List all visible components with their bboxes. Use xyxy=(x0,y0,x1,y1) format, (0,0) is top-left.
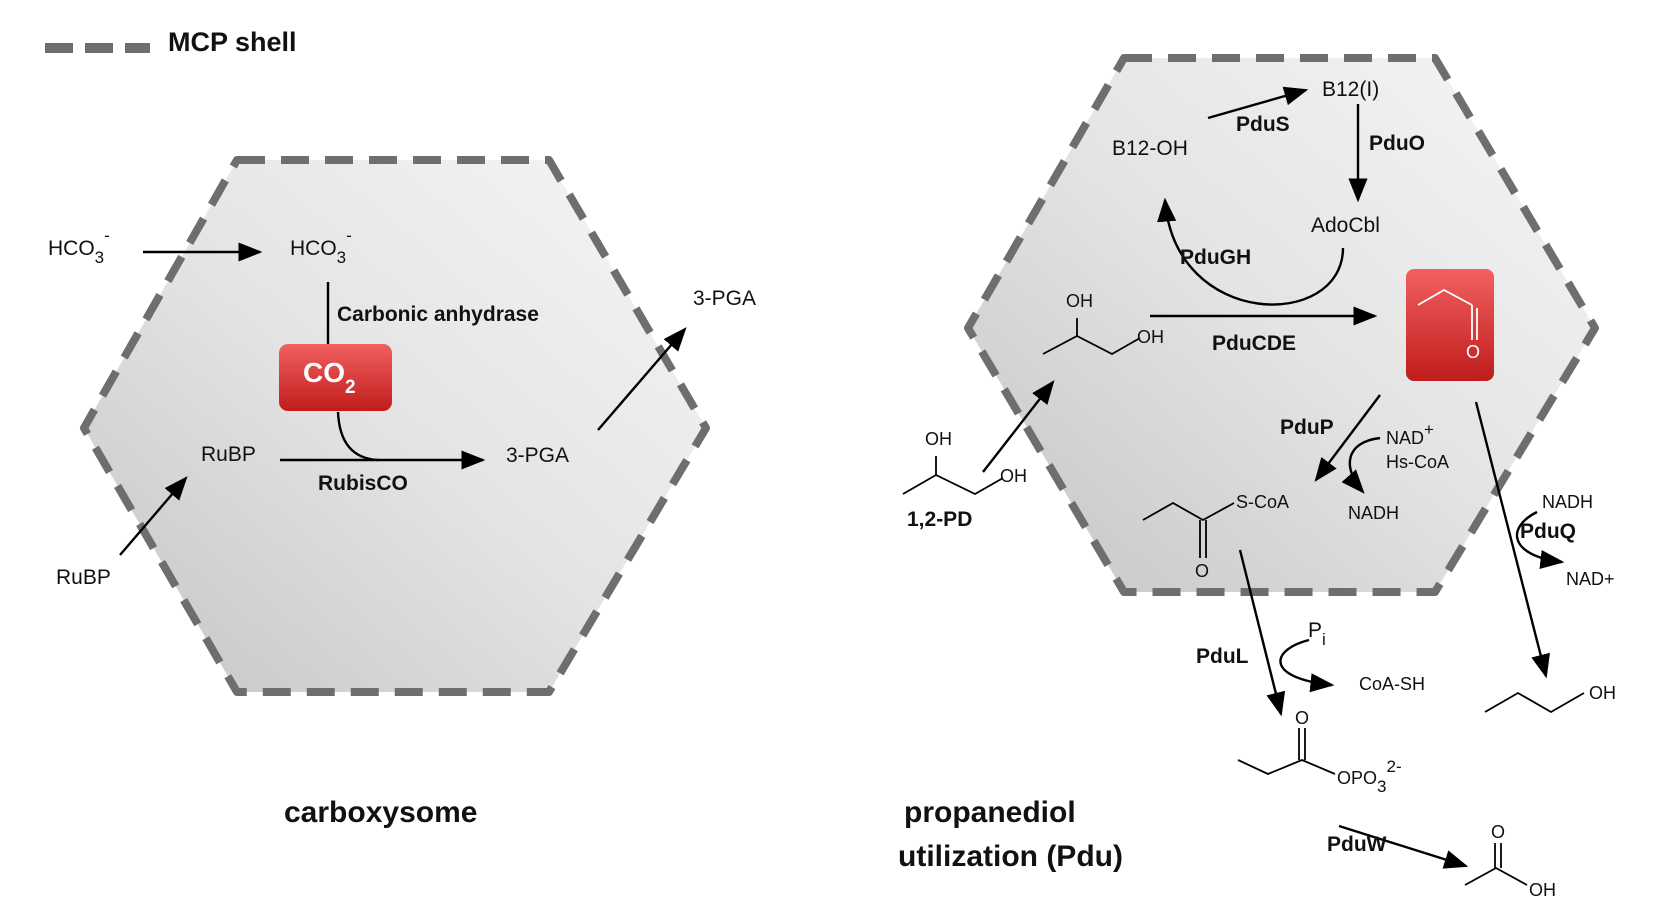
pdus-arrow xyxy=(1207,86,1309,120)
propionaldehyde-box xyxy=(1406,269,1494,381)
carboxysome-title: carboxysome xyxy=(284,796,477,829)
rubisco-label: RubisCO xyxy=(318,472,408,495)
svg-text:OH: OH xyxy=(1529,880,1556,900)
pduq-cofactor-curve xyxy=(1516,510,1565,570)
pdu-shell xyxy=(964,54,1599,596)
pdugh-label: PduGH xyxy=(1180,246,1251,269)
pdup-label: PduP xyxy=(1280,416,1334,439)
propionyl-phosphate-structure: O OPO32- xyxy=(1237,708,1402,796)
pducde-label: PduCDE xyxy=(1212,332,1296,355)
propanol-structure: OH xyxy=(1484,683,1616,714)
propionaldehyde-structure: O xyxy=(1417,288,1480,362)
pd-label: 1,2-PD xyxy=(907,508,972,531)
hco3-inside-label: HCO3- xyxy=(290,226,352,267)
pdus-label: PduS xyxy=(1236,113,1290,136)
pduo-label: PduO xyxy=(1369,132,1425,155)
b12oh-label: B12-OH xyxy=(1112,137,1188,160)
nad-plus-label: NAD+ xyxy=(1386,420,1434,448)
propanediol-inside-structure: OH OH xyxy=(1042,291,1164,356)
opo3-label: OPO32- xyxy=(1337,757,1402,796)
svg-text:O: O xyxy=(1195,561,1209,581)
legend: MCP shell xyxy=(45,27,297,57)
pduq-label: PduQ xyxy=(1520,520,1576,543)
svg-text:OH: OH xyxy=(1137,327,1164,347)
legend-label: MCP shell xyxy=(168,27,297,57)
pga-outside-label: 3-PGA xyxy=(693,287,756,310)
coash-label: CoA-SH xyxy=(1359,674,1425,694)
svg-text:OH: OH xyxy=(925,429,952,449)
pga-inside-label: 3-PGA xyxy=(506,444,569,467)
propionyl-coa-structure: O S-CoA xyxy=(1142,492,1289,581)
pd-import-arrow xyxy=(982,380,1055,473)
adocbl-label: AdoCbl xyxy=(1311,214,1380,237)
pdup-arrow xyxy=(1314,394,1381,482)
propionate-structure: O OH xyxy=(1464,822,1556,900)
svg-text:O: O xyxy=(1491,822,1505,842)
svg-text:OH: OH xyxy=(1066,291,1093,311)
co2-box xyxy=(279,344,392,411)
nadh-p-label: NADH xyxy=(1348,503,1399,523)
pdul-arrow xyxy=(1238,549,1286,717)
co2-label: CO2 xyxy=(303,357,356,398)
nadh-q-label: NADH xyxy=(1542,492,1593,512)
pduq-arrow xyxy=(1474,401,1550,679)
rubp-inside-label: RuBP xyxy=(201,443,256,466)
svg-text:OH: OH xyxy=(1589,683,1616,703)
scoa-label: S-CoA xyxy=(1236,492,1289,512)
hco3-outside-label: HCO3- xyxy=(48,226,110,267)
propanediol-outside-structure: OH OH xyxy=(902,429,1027,496)
pdul-cofactor-curve xyxy=(1279,638,1335,693)
carbonic-anhydrase-label: Carbonic anhydrase xyxy=(337,303,539,326)
svg-text:O: O xyxy=(1295,708,1309,728)
pdugh-curve xyxy=(1157,197,1345,306)
pga-export-arrow xyxy=(597,327,687,431)
rubp-outside-label: RuBP xyxy=(56,566,111,589)
rubp-import-arrow xyxy=(119,476,188,556)
b12i-label: B12(I) xyxy=(1322,78,1379,101)
svg-text:O: O xyxy=(1466,342,1480,362)
pdu-title-line2: utilization (Pdu) xyxy=(898,840,1123,873)
pduw-label: PduW xyxy=(1327,833,1387,856)
pdul-label: PduL xyxy=(1196,645,1249,668)
pi-label: Pi xyxy=(1308,619,1326,649)
pdu-panel: B12-OH B12(I) PduS PduO AdoCbl PduGH OH … xyxy=(898,54,1616,900)
pdup-cofactor-curve xyxy=(1341,436,1381,494)
carboxysome-shell xyxy=(80,156,710,696)
nad-q-label: NAD+ xyxy=(1566,569,1615,589)
carboxysome-panel: HCO3- HCO3- Carbonic anhydrase CO2 RuBP … xyxy=(48,156,756,829)
hscoa-label: Hs-CoA xyxy=(1386,452,1449,472)
pduw-arrow xyxy=(1338,824,1469,869)
pdu-title-line1: propanediol xyxy=(904,796,1076,829)
svg-text:OH: OH xyxy=(1000,466,1027,486)
